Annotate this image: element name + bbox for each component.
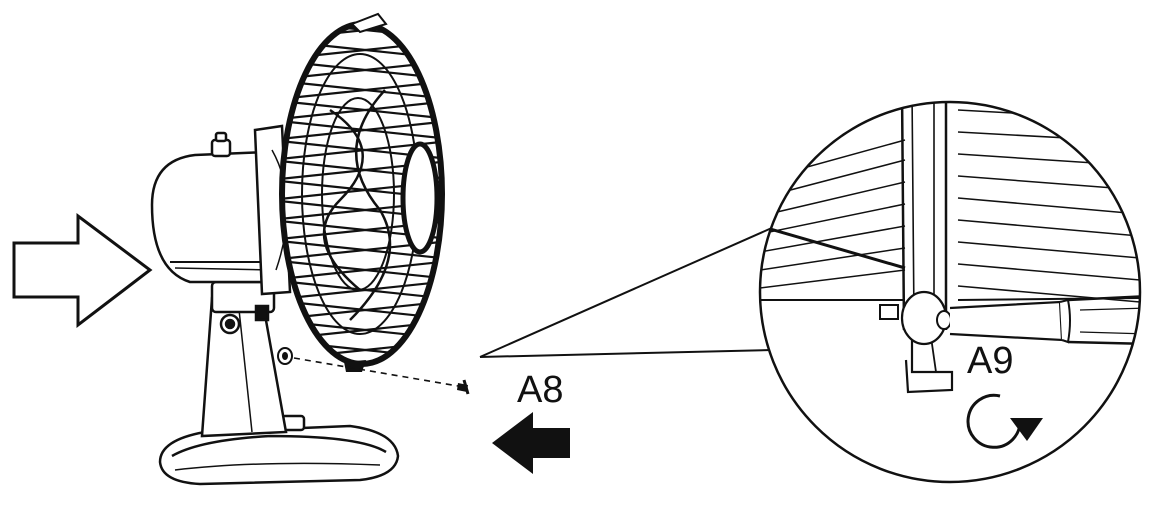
callout-line-bottom xyxy=(479,349,773,358)
guard-clip xyxy=(350,12,388,34)
label-a9: A9 xyxy=(967,340,1014,382)
solid-arrow-left-icon xyxy=(492,412,570,474)
screw-assembly xyxy=(277,347,470,395)
fan-stand xyxy=(200,280,288,438)
zoom-detail xyxy=(758,100,1142,484)
motor-housing xyxy=(150,124,292,296)
fan-front-hub xyxy=(400,141,440,255)
fan-base xyxy=(158,414,400,486)
clockwise-rotate-icon xyxy=(966,393,1043,449)
label-a8: A8 xyxy=(517,369,564,411)
callout-line-top xyxy=(479,226,775,358)
outline-arrow-right-icon xyxy=(12,213,153,329)
